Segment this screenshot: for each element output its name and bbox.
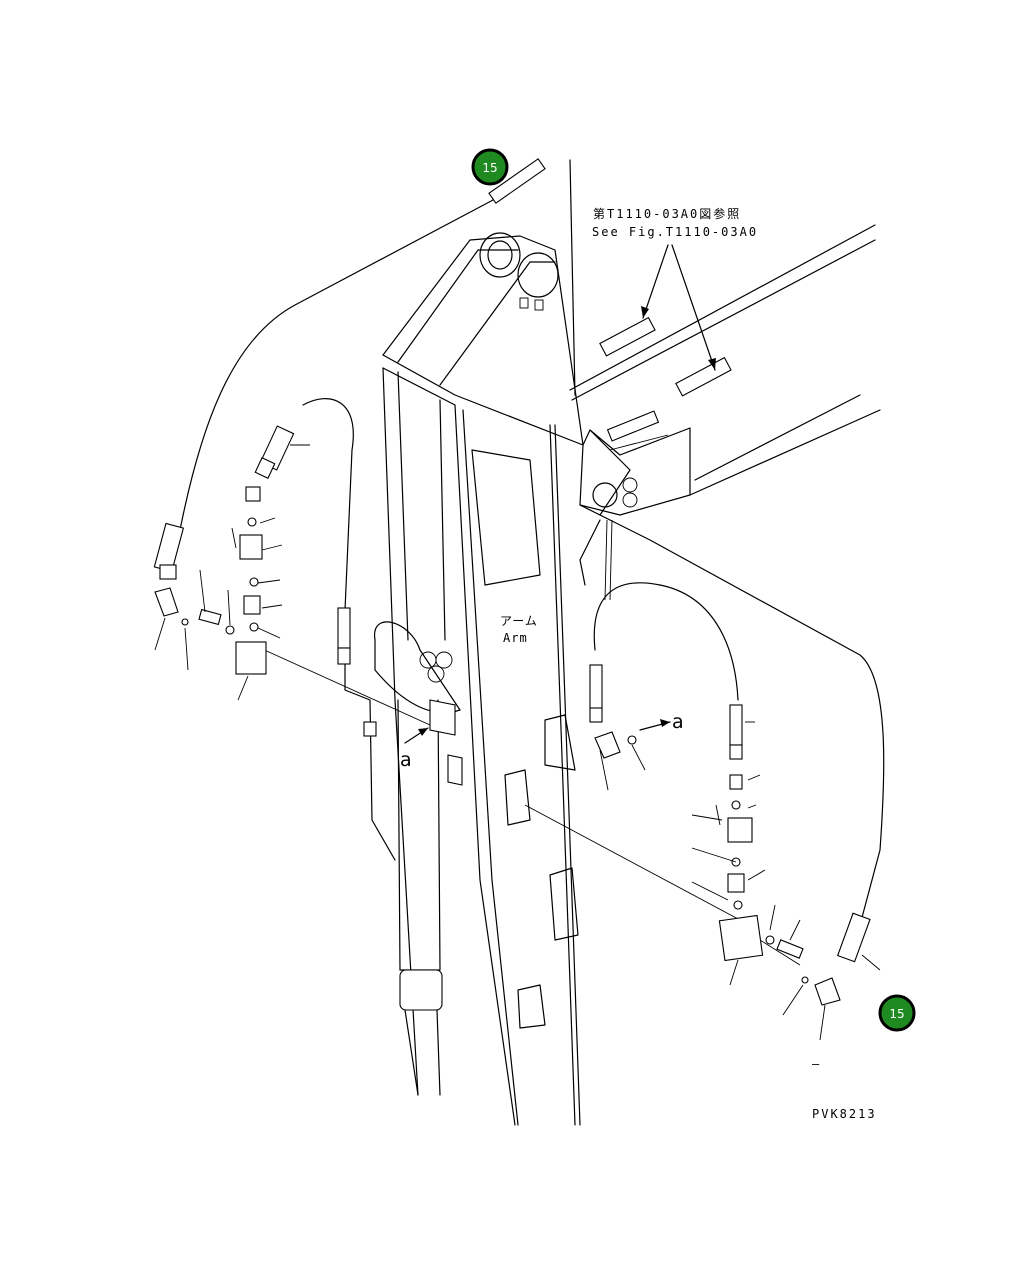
arm-label-japanese: アーム <box>500 614 538 628</box>
badge-15-bottom[interactable]: 15 <box>878 994 916 1032</box>
badge-15-top[interactable]: 15 <box>471 148 509 186</box>
badge-number-bottom: 15 <box>889 1007 904 1021</box>
right-parts <box>589 316 881 1041</box>
view-marker-right: a <box>672 711 684 733</box>
badge-circle-bottom <box>878 994 916 1032</box>
badge-number-top: 15 <box>482 161 497 175</box>
reference-note-japanese: 第T1110-03A0図参照 <box>593 206 741 221</box>
arm-body <box>374 224 881 1126</box>
badge-circle-top <box>471 148 509 186</box>
arrows <box>404 244 716 744</box>
reference-note-english: See Fig.T1110-03A0 <box>592 225 758 239</box>
arm-label-english: Arm <box>503 631 528 645</box>
hydraulic-lines <box>179 159 885 966</box>
stray-dash: – <box>812 1057 821 1071</box>
view-marker-left: a <box>400 749 412 771</box>
left-parts <box>153 158 546 786</box>
figure-code: PVK8213 <box>812 1107 877 1121</box>
